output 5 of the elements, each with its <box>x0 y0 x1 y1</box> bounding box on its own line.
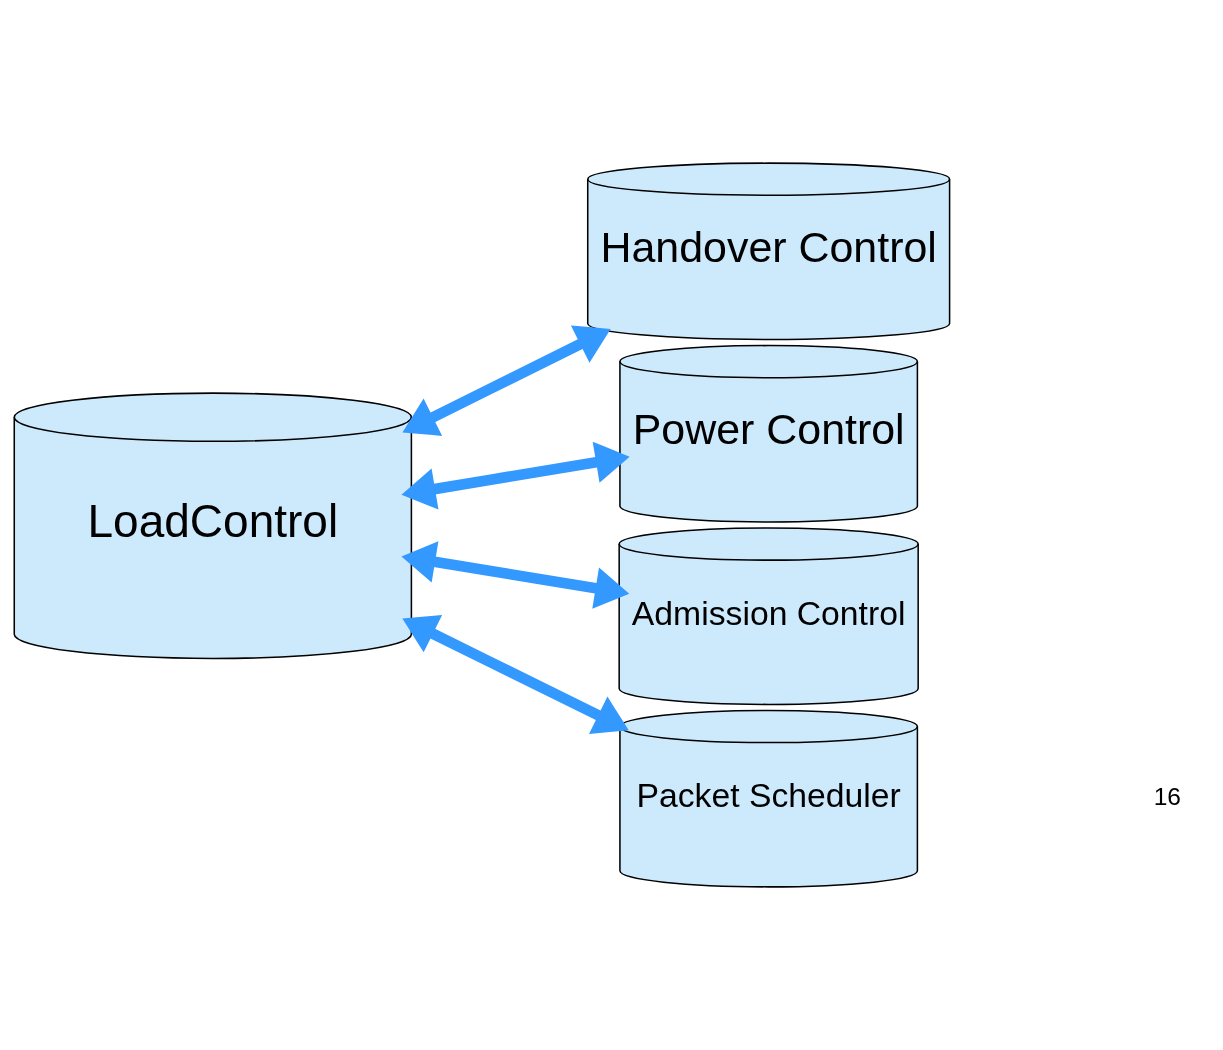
arrow <box>401 541 630 609</box>
arrow <box>401 441 630 510</box>
label: 16 <box>1153 782 1181 810</box>
arrow <box>402 614 629 734</box>
arrow <box>402 325 611 436</box>
